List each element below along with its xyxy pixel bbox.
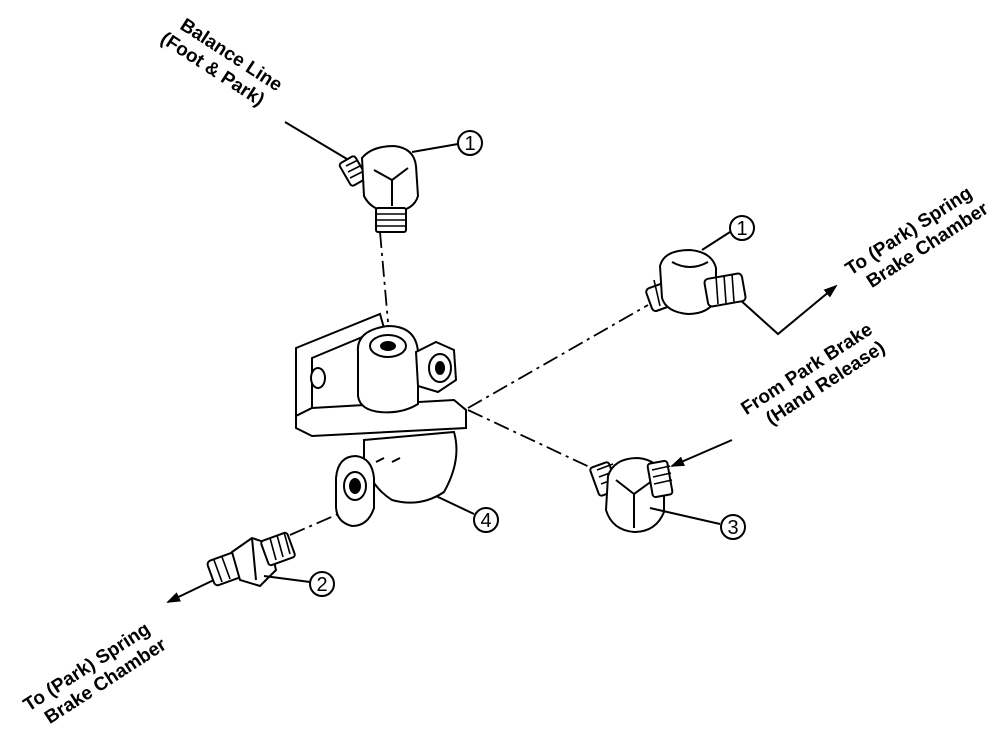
flow-arrow-left [166,577,219,603]
callout-number: 1 [464,133,475,155]
label-balance-line: Balance Line (Foot & Park) [157,15,286,111]
callout-leader-1-right [701,231,731,251]
balance-line-leader [284,121,353,163]
tee-fitting-right [645,248,747,316]
callout-number: 1 [736,218,747,240]
callout-leader-3 [649,507,721,525]
callout-leader-1-top [411,143,459,153]
flow-arrow-right [737,284,838,336]
callout-leader-4 [435,495,475,515]
callout-4: 4 [473,507,499,533]
callout-number: 4 [480,510,491,532]
callout-number: 2 [316,574,327,596]
centerline-right [467,304,649,409]
label-from-park-brake: From Park Brake (Hand Release) [738,319,889,430]
callout-number: 3 [727,517,738,539]
elbow-fitting-lower [589,456,674,534]
flow-arrow-from-park [670,439,733,467]
hex-nipple [206,531,296,588]
label-to-spring-right: To (Park) Spring Brake Chamber [842,183,993,293]
callout-1-top: 1 [457,130,483,156]
centerline-top [379,231,389,323]
callout-leader-2 [263,575,311,583]
elbow-fitting-top [338,144,420,233]
callout-1-right: 1 [729,215,755,241]
valve-body [295,312,467,528]
callout-3: 3 [720,514,746,540]
centerline-left [289,507,353,536]
callout-2: 2 [309,571,335,597]
centerline-lower-right [467,409,601,473]
label-to-spring-left: To (Park) Spring Brake Chamber [20,619,171,729]
